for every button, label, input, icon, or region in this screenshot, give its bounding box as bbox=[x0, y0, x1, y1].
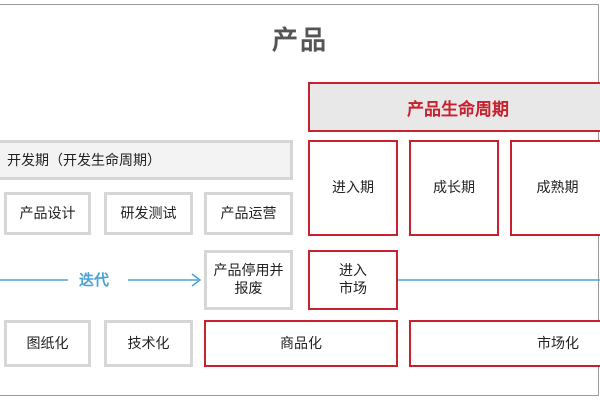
bottom-drawings: 图纸化 bbox=[4, 320, 91, 367]
bottom-technology: 技术化 bbox=[104, 320, 193, 367]
enter-market-box: 进入市场 bbox=[308, 250, 398, 310]
dev-stage-rd-test: 研发测试 bbox=[104, 192, 193, 235]
stage-entry: 进入期 bbox=[308, 140, 398, 236]
development-period-header: 开发期（开发生命周期） bbox=[0, 140, 293, 180]
lifecycle-header: 产品生命周期 bbox=[308, 82, 600, 132]
diagram-title: 产品 bbox=[271, 26, 328, 56]
stage-growth: 成长期 bbox=[409, 140, 499, 236]
iteration-label: 迭代 bbox=[79, 271, 110, 289]
bottom-marketization: 市场化 bbox=[409, 320, 600, 367]
dev-stage-design: 产品设计 bbox=[4, 192, 91, 235]
bottom-commercialization: 商品化 bbox=[204, 320, 398, 367]
stop-scrap-box: 产品停用并报废 bbox=[204, 250, 293, 310]
dev-stage-operation: 产品运营 bbox=[204, 192, 293, 235]
stage-maturity: 成熟期 bbox=[510, 140, 600, 236]
iteration-arrowhead bbox=[191, 273, 202, 287]
